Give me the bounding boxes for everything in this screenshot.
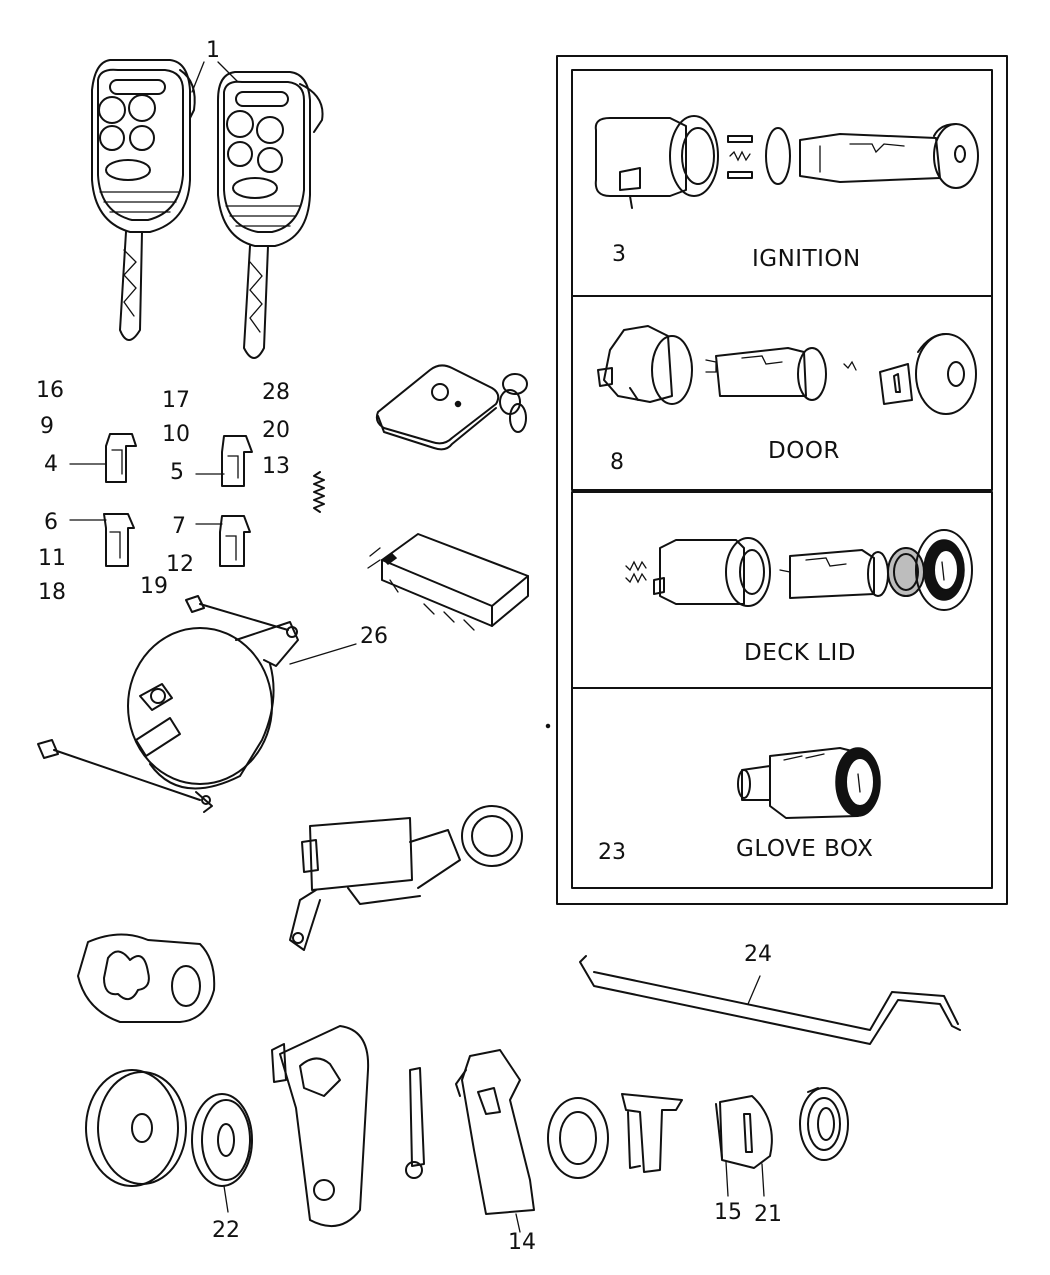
callout-9: 9 bbox=[40, 414, 54, 439]
callout-10: 10 bbox=[162, 422, 190, 447]
key-fob-right bbox=[217, 71, 324, 359]
callout-17: 17 bbox=[162, 388, 190, 413]
callout-22: 22 bbox=[212, 1218, 240, 1243]
clip-bracket bbox=[621, 1093, 683, 1173]
callout-7: 7 bbox=[172, 514, 186, 539]
retainer-22 bbox=[191, 1093, 253, 1213]
clip-4 bbox=[105, 433, 137, 483]
panel-glove-box bbox=[571, 687, 993, 889]
callout-24: 24 bbox=[744, 942, 772, 967]
ignition-cylinder-parts bbox=[594, 115, 979, 209]
bezel-ring bbox=[85, 1069, 187, 1187]
cam-14 bbox=[455, 1049, 535, 1233]
coil-spring bbox=[799, 1087, 849, 1161]
callout-3: 3 bbox=[612, 242, 626, 267]
callout-14: 14 bbox=[508, 1230, 536, 1255]
door-lock-parts bbox=[597, 325, 977, 415]
receiver-module bbox=[367, 533, 529, 631]
callout-4: 4 bbox=[44, 452, 58, 477]
callout-19: 19 bbox=[140, 574, 168, 599]
remote-fob bbox=[375, 364, 528, 451]
callout-1: 1 bbox=[206, 38, 220, 63]
spring-28 bbox=[313, 471, 325, 513]
callout-6: 6 bbox=[44, 510, 58, 535]
callout-13: 13 bbox=[262, 454, 290, 479]
callout-23: 23 bbox=[598, 840, 626, 865]
callout-8: 8 bbox=[610, 450, 624, 475]
pin-rod bbox=[405, 1067, 425, 1179]
callout-26: 26 bbox=[360, 624, 388, 649]
caption-ignition: IGNITION bbox=[752, 246, 861, 272]
clip-5 bbox=[221, 435, 253, 487]
lock-housing bbox=[289, 805, 523, 951]
panel-door bbox=[571, 295, 993, 491]
screw-lower bbox=[37, 739, 201, 801]
callout-16: 16 bbox=[36, 378, 64, 403]
caption-door: DOOR bbox=[768, 438, 840, 464]
caption-deck-lid: DECK LID bbox=[744, 640, 857, 666]
stray-dot bbox=[545, 723, 551, 729]
link-rod-24 bbox=[579, 955, 961, 1045]
lock-lever bbox=[271, 1025, 370, 1228]
callout-11: 11 bbox=[38, 546, 66, 571]
clockspring-26 bbox=[127, 621, 299, 813]
callout-20: 20 bbox=[262, 418, 290, 443]
clip-leaders bbox=[69, 463, 225, 525]
clip-6 bbox=[103, 513, 135, 567]
callout-18: 18 bbox=[38, 580, 66, 605]
leader-24 bbox=[747, 975, 761, 1005]
callout-28: 28 bbox=[262, 380, 290, 405]
caption-glove-box: GLOVE BOX bbox=[736, 836, 874, 862]
callout-15: 15 bbox=[714, 1200, 742, 1225]
leader-1 bbox=[191, 61, 239, 93]
glove-box-lock-parts bbox=[737, 747, 881, 819]
deck-lid-lock-parts bbox=[625, 529, 973, 611]
clip-7 bbox=[219, 515, 251, 567]
callout-12: 12 bbox=[166, 552, 194, 577]
screw-upper bbox=[185, 595, 289, 631]
washer bbox=[547, 1097, 609, 1179]
leader-26 bbox=[289, 643, 357, 665]
panel-frame bbox=[556, 55, 1008, 905]
retainer-15-21 bbox=[715, 1095, 773, 1197]
callout-5: 5 bbox=[170, 460, 184, 485]
callout-21: 21 bbox=[754, 1202, 782, 1227]
lock-plate bbox=[77, 933, 216, 1023]
key-fob-left bbox=[91, 59, 196, 341]
